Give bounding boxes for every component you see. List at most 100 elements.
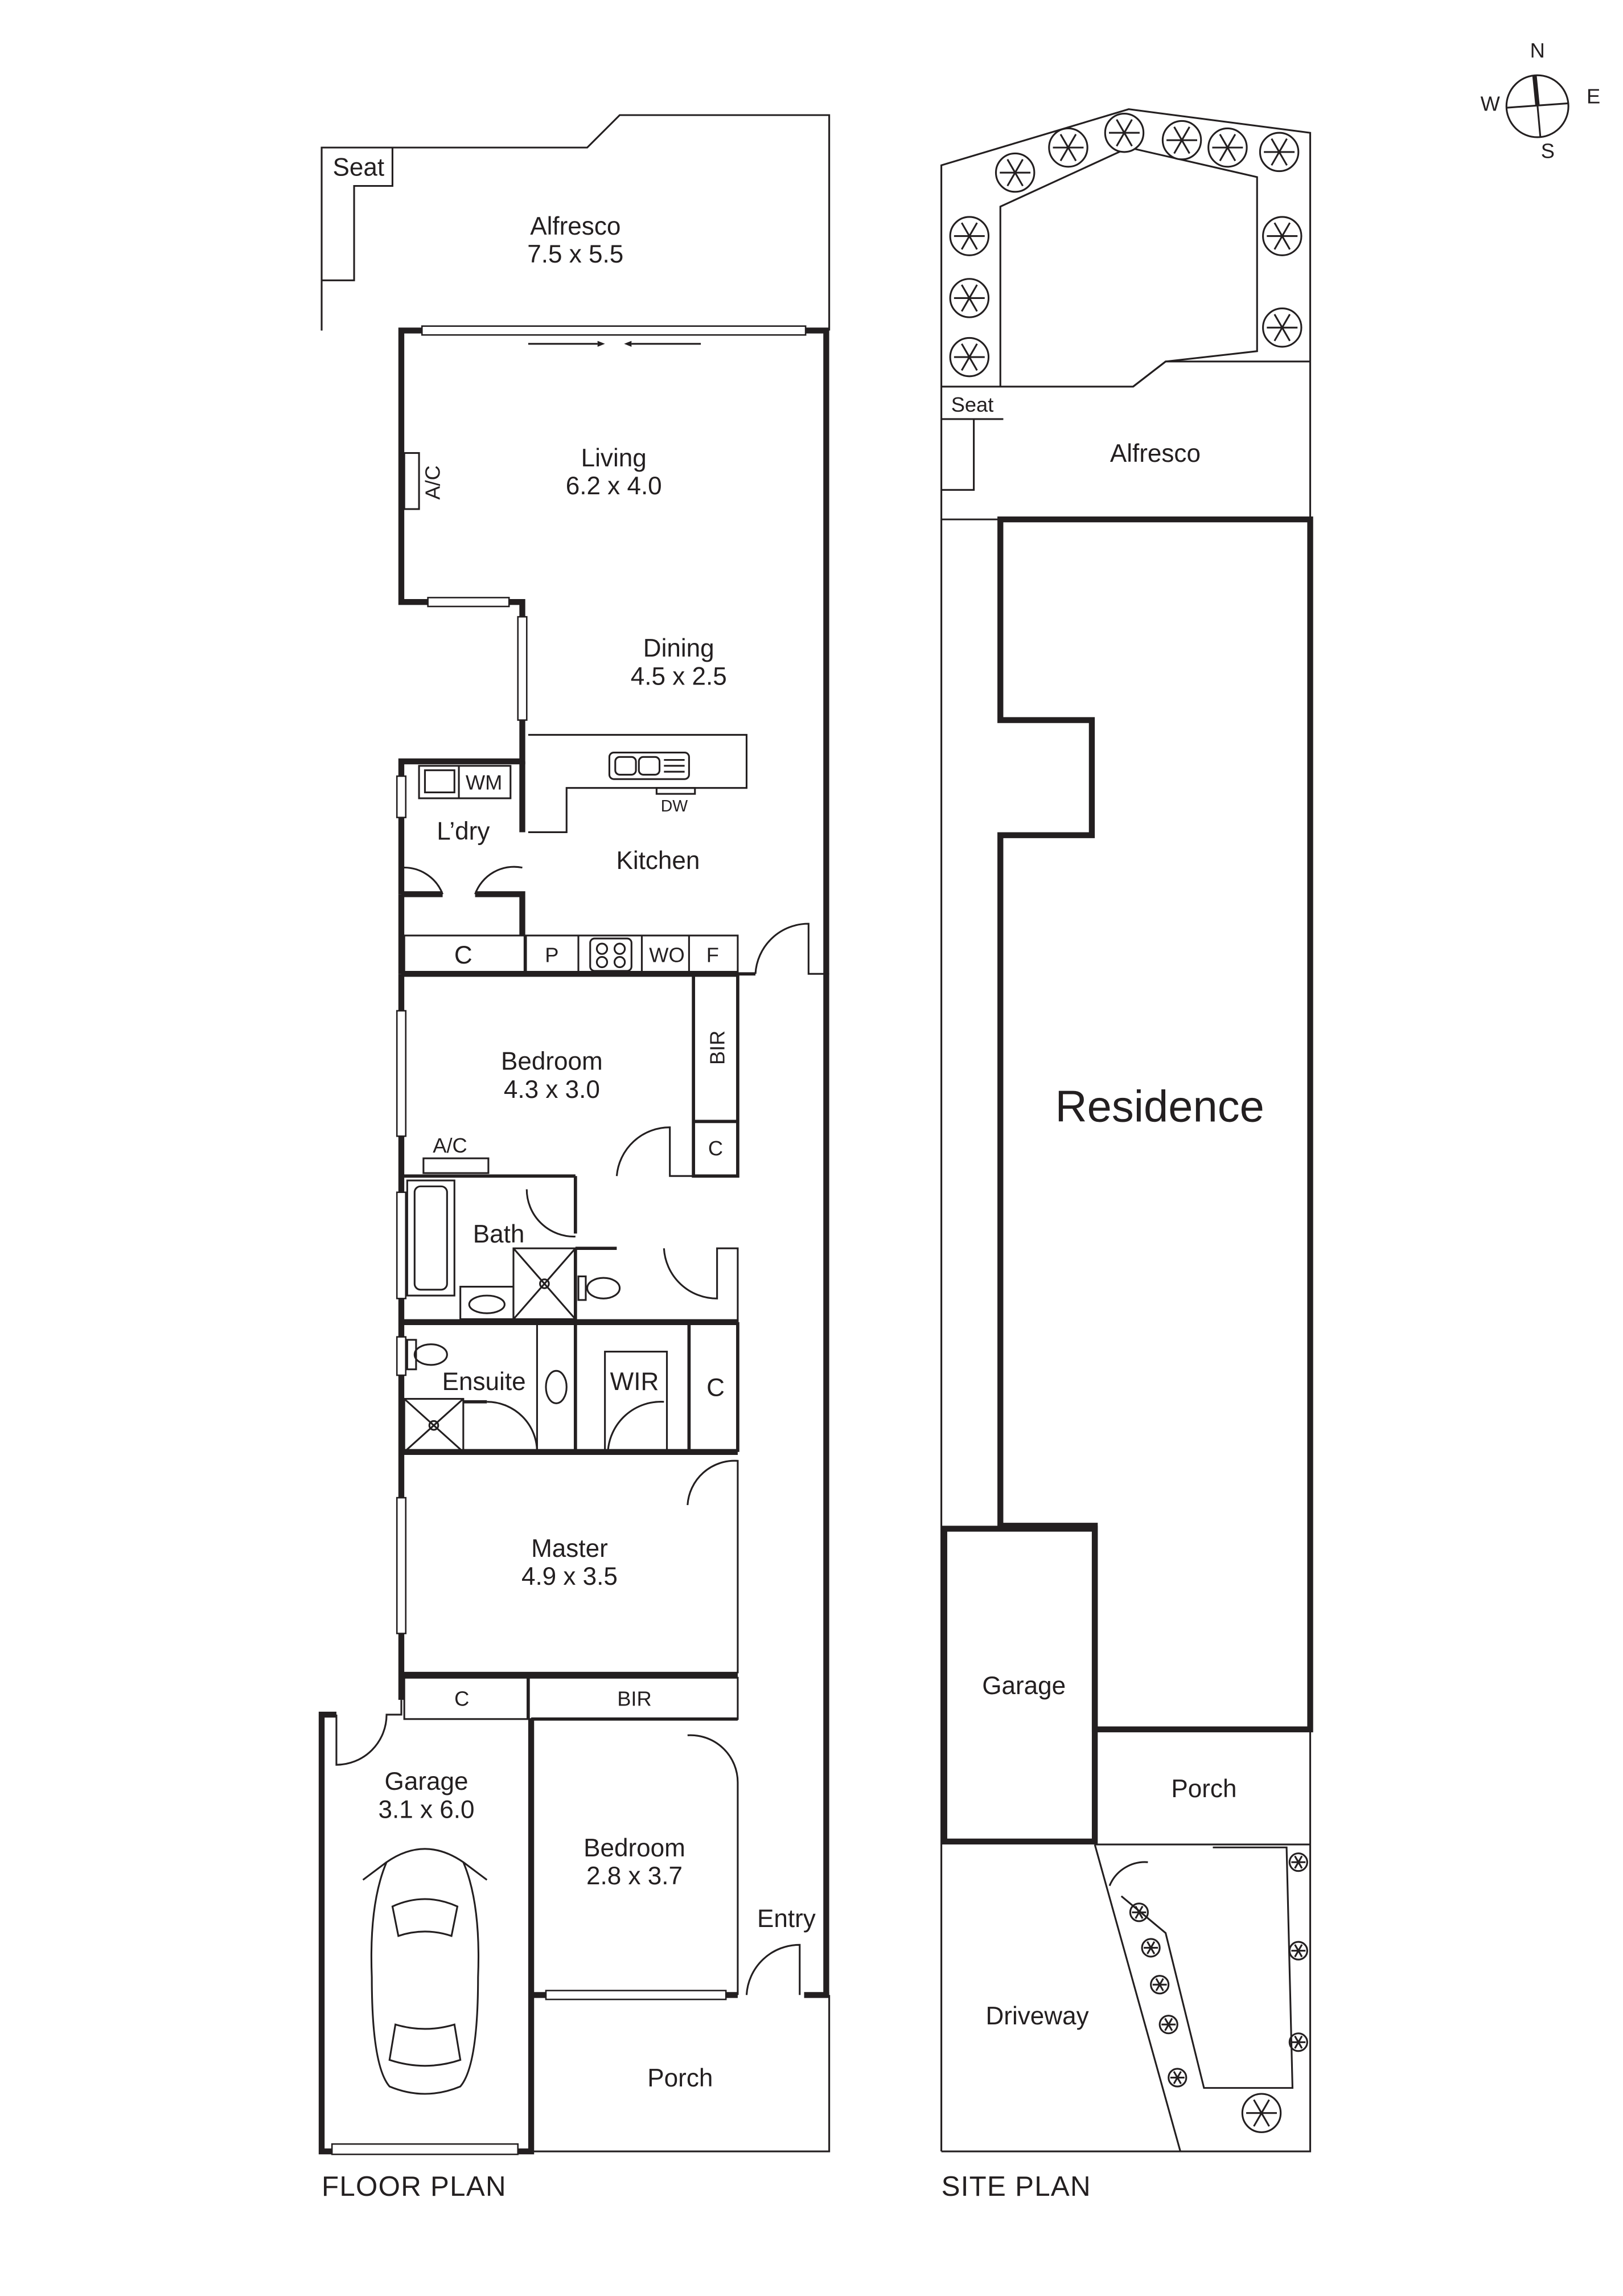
bedroom2-dims: 2.8 x 3.7 bbox=[586, 1862, 683, 1890]
wall bbox=[806, 327, 829, 974]
master-cupboard-label: C bbox=[454, 1687, 469, 1711]
dining-label: Dining bbox=[643, 634, 714, 662]
door-swing bbox=[401, 866, 523, 895]
garage-label: Garage bbox=[385, 1768, 469, 1795]
ac-unit bbox=[422, 1157, 490, 1174]
tree-icon bbox=[1259, 132, 1300, 173]
kitchen-label: Kitchen bbox=[616, 847, 700, 875]
garage-door bbox=[331, 2143, 519, 2155]
tree-icon bbox=[949, 278, 990, 318]
tree-icon bbox=[1161, 120, 1202, 161]
fridge-label: F bbox=[706, 944, 719, 967]
tree-icon bbox=[1262, 308, 1302, 348]
sliding-door bbox=[421, 325, 807, 336]
tree-icon bbox=[1288, 2032, 1308, 2052]
tree-icon bbox=[1288, 1941, 1308, 1961]
dishwasher bbox=[655, 787, 696, 795]
compass-north: N bbox=[1530, 39, 1545, 62]
site-boundary bbox=[940, 108, 1312, 2152]
tree-icon bbox=[1104, 112, 1145, 153]
front-door bbox=[745, 1944, 801, 1995]
site-seat-label: Seat bbox=[951, 393, 994, 416]
garage-walls bbox=[318, 1711, 535, 2155]
door-swing bbox=[687, 1459, 739, 1674]
seat-outline bbox=[322, 147, 393, 281]
wm-label: WM bbox=[466, 770, 502, 794]
site-plan-caption: SITE PLAN bbox=[942, 2171, 1091, 2202]
door-swing bbox=[687, 1734, 739, 1995]
car-icon bbox=[362, 1848, 488, 2095]
alfresco-label: Alfresco bbox=[530, 212, 621, 240]
dining-dims: 4.5 x 2.5 bbox=[631, 662, 727, 690]
living-ac-label: A/C bbox=[421, 465, 444, 499]
compass-south: S bbox=[1541, 139, 1555, 162]
compass-icon: N E S W bbox=[1481, 39, 1601, 162]
cooktop-icon bbox=[589, 937, 632, 972]
bedroom1-label: Bedroom bbox=[501, 1048, 603, 1076]
site-porch-label: Porch bbox=[1171, 1775, 1236, 1803]
dishwasher-label: DW bbox=[661, 797, 688, 815]
wall bbox=[398, 735, 525, 895]
window bbox=[396, 1496, 407, 1634]
site-plan: Seat Alfresco Residence Garage Porch Dri… bbox=[940, 108, 1313, 2202]
alfresco-dims: 7.5 x 5.5 bbox=[527, 240, 623, 268]
laundry-bench bbox=[418, 765, 512, 800]
living-label: Living bbox=[581, 444, 647, 472]
toilet-icon bbox=[586, 1277, 621, 1299]
wall bbox=[509, 599, 525, 617]
site-garage-outline bbox=[941, 1526, 1098, 1845]
tree-icon bbox=[1288, 1852, 1308, 1872]
bathtub bbox=[406, 1179, 455, 1297]
garden-bed bbox=[999, 146, 1258, 388]
compass-west: W bbox=[1481, 92, 1501, 115]
basin-icon bbox=[468, 1294, 506, 1314]
door-swing bbox=[525, 1189, 576, 1238]
basin-icon bbox=[545, 1370, 568, 1404]
window bbox=[427, 597, 510, 608]
kitchen-island bbox=[528, 733, 748, 834]
garden-path bbox=[1120, 1846, 1294, 2089]
tree-icon bbox=[1048, 127, 1088, 168]
floor-plan-caption: FLOOR PLAN bbox=[322, 2171, 507, 2202]
wir-label: WIR bbox=[610, 1368, 659, 1396]
wall bbox=[398, 327, 428, 605]
window bbox=[396, 1191, 407, 1299]
driveway-edge bbox=[1094, 1844, 1181, 2152]
bedroom1-cupboard-label: C bbox=[708, 1137, 723, 1160]
pantry-label: P bbox=[545, 944, 558, 967]
tree-icon bbox=[1158, 2015, 1178, 2035]
floor-plan: Seat Alfresco 7.5 x 5.5 A/C Living 6.2 x… bbox=[318, 114, 831, 2202]
tree-icon bbox=[1150, 1975, 1170, 1995]
toilet-icon bbox=[413, 1343, 448, 1366]
bedroom1-bir-label: BIR bbox=[706, 1031, 729, 1065]
tree-icon bbox=[1207, 127, 1248, 168]
porch-outline bbox=[531, 1995, 831, 2152]
tree-icon bbox=[949, 216, 990, 256]
window bbox=[396, 1336, 407, 1376]
alfresco-seat-label: Seat bbox=[332, 153, 384, 181]
compass-east: E bbox=[1587, 84, 1600, 108]
door-swing bbox=[335, 1700, 402, 1766]
ensuite-cupboard-label: C bbox=[706, 1374, 725, 1401]
window bbox=[517, 616, 528, 721]
bath-label: Bath bbox=[473, 1220, 525, 1248]
tree-icon bbox=[1141, 1938, 1161, 1958]
tree-icon bbox=[1262, 216, 1302, 256]
garage-dims: 3.1 x 6.0 bbox=[379, 1795, 475, 1823]
master-bir-label: BIR bbox=[617, 1687, 651, 1711]
site-alfresco-label: Alfresco bbox=[1110, 440, 1201, 468]
ac-unit bbox=[403, 452, 420, 510]
tree-icon bbox=[1241, 2093, 1282, 2133]
window bbox=[396, 1010, 407, 1137]
laundry-label: L’dry bbox=[437, 817, 490, 845]
master-dims: 4.9 x 3.5 bbox=[521, 1563, 618, 1590]
ensuite-label: Ensuite bbox=[442, 1368, 526, 1396]
wall-oven-label: WO bbox=[649, 944, 684, 967]
site-garage-label: Garage bbox=[982, 1672, 1066, 1700]
window bbox=[396, 775, 407, 818]
tree-icon bbox=[1129, 1903, 1149, 1922]
residence-label: Residence bbox=[1055, 1082, 1264, 1131]
living-dims: 6.2 x 4.0 bbox=[566, 472, 662, 500]
